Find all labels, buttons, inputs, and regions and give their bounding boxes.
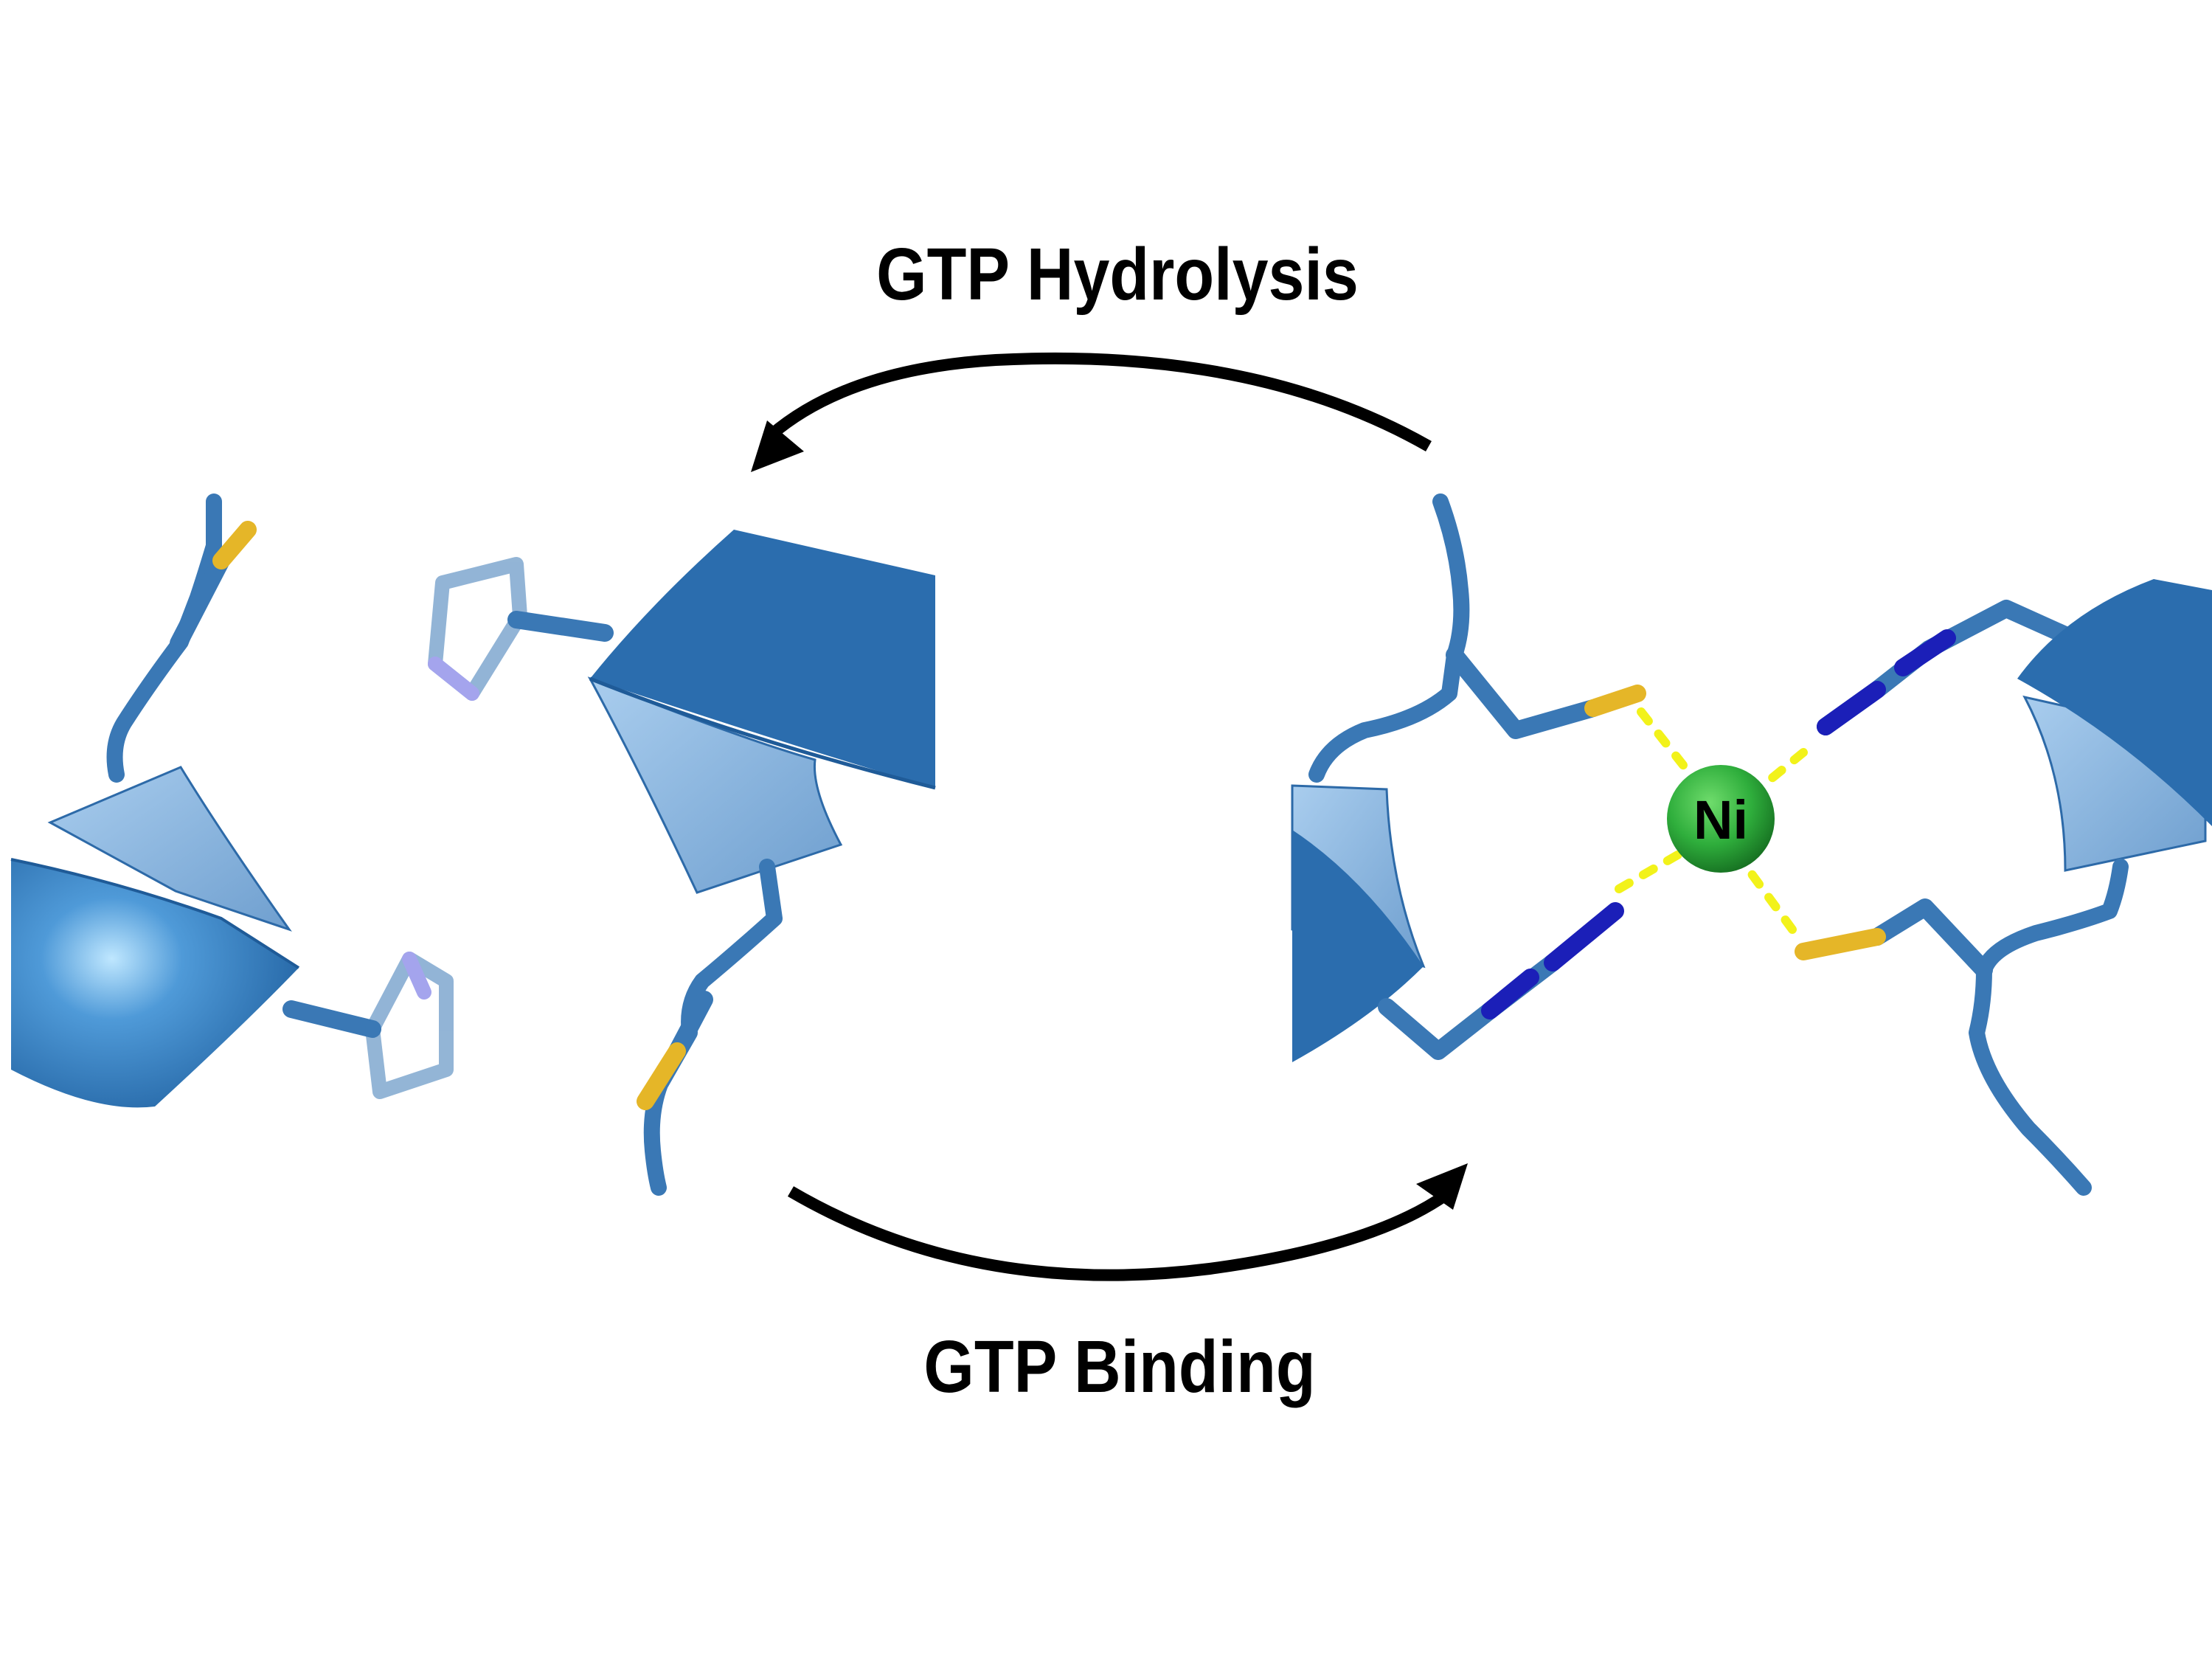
center-left-sulfur bbox=[637, 1042, 686, 1110]
left-panel-sulfur-1 bbox=[212, 521, 257, 569]
right-protein-panel bbox=[1795, 579, 2212, 1196]
center-right-nitrogen bbox=[1481, 969, 1539, 1019]
center-left-histidine-sidechain bbox=[507, 611, 614, 642]
coordination-bond-4 bbox=[1747, 870, 1797, 934]
hydrolysis-arrowhead bbox=[751, 420, 804, 472]
hydrolysis-arrow bbox=[751, 352, 1432, 472]
left-panel-backbone-loop-1 bbox=[106, 493, 222, 783]
nickel-label: Ni bbox=[1693, 789, 1748, 851]
coordination-bond-1 bbox=[1637, 707, 1701, 786]
right-panel-backbone-loop bbox=[1969, 859, 2129, 1196]
binding-arrow-curve bbox=[787, 1186, 1449, 1281]
gtp-binding-label: GTP Binding bbox=[923, 1326, 1316, 1408]
nickel-ion: Ni bbox=[1667, 765, 1775, 873]
center-right-helix bbox=[1291, 784, 1426, 1062]
coordination-bonds bbox=[1615, 707, 1808, 934]
center-left-protein-panel bbox=[428, 530, 936, 1196]
right-panel-sulfur bbox=[1795, 928, 1886, 960]
hydrolysis-arrow-curve bbox=[766, 352, 1432, 451]
right-panel-nitrogen-1 bbox=[1817, 681, 1886, 735]
coordination-bond-3 bbox=[1758, 748, 1808, 790]
center-left-histidine-ring bbox=[428, 557, 527, 701]
binding-arrowhead bbox=[1416, 1163, 1468, 1210]
right-panel-nitrogen-2 bbox=[1894, 629, 1956, 676]
center-left-cysteine-sidechain bbox=[668, 991, 713, 1060]
left-panel-cysteine-sidechain-1 bbox=[170, 552, 230, 652]
center-right-protein-panel bbox=[1291, 493, 1646, 1062]
left-panel-helix bbox=[10, 766, 300, 1108]
center-right-cysteine-sidechain-1 bbox=[1446, 646, 1602, 739]
nickel-ion-sphere bbox=[1667, 765, 1775, 873]
left-panel-histidine-sidechain bbox=[282, 1000, 381, 1038]
left-protein-panel bbox=[10, 493, 454, 1108]
gtp-hydrolysis-label: GTP Hydrolysis bbox=[876, 233, 1359, 316]
center-left-backbone-loop bbox=[643, 859, 783, 1196]
center-left-helix bbox=[587, 530, 936, 894]
center-right-backbone-loop bbox=[1308, 493, 1470, 783]
coordination-bond-2 bbox=[1615, 844, 1693, 893]
center-right-terminal-n bbox=[1544, 902, 1624, 971]
center-right-sulfur-1 bbox=[1584, 685, 1646, 717]
binding-arrow bbox=[787, 1163, 1468, 1281]
right-panel-helix bbox=[2017, 579, 2212, 872]
right-panel-cysteine-sidechain bbox=[1868, 898, 1993, 979]
left-panel-histidine-ring bbox=[365, 952, 454, 1099]
